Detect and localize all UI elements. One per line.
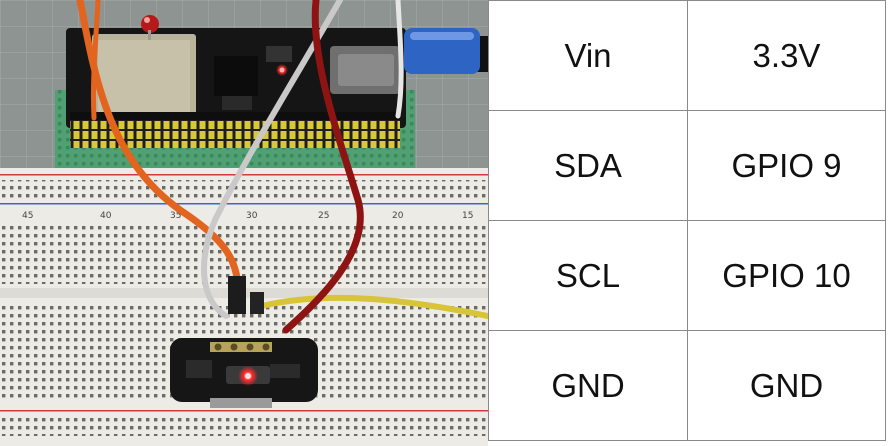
sensor-pin-cell: GND [488,330,688,441]
table-row: SDA GPIO 9 [488,110,886,221]
column-number: 45 [22,211,33,221]
column-number: 40 [100,211,112,221]
wire-orange-board [90,0,101,121]
board-pin-cell: 3.3V [687,0,886,111]
jumper-wires [76,0,488,334]
dupont-connector [228,276,246,314]
usb-cable [404,28,488,74]
wire-white-right [395,0,404,119]
red-led [141,15,159,40]
table-row: SCL GPIO 10 [488,220,886,331]
wire-gray [201,0,343,319]
column-number: 35 [170,211,181,221]
table-row: Vin 3.3V [488,0,886,111]
sensor-module [170,338,318,408]
column-number: 30 [246,211,258,221]
table-row: GND GND [488,330,886,441]
sensor-pin-cell: SCL [488,220,688,331]
pin-mapping-table: Vin 3.3V SDA GPIO 9 SCL GPIO 10 GND GND [488,0,886,441]
column-number: 15 [462,211,473,221]
wire-yellow [259,294,488,319]
sensor-pin-cell: SDA [488,110,688,221]
breadboard-photo: 45 40 35 30 25 20 15 [0,0,488,446]
column-number: 20 [392,211,404,221]
column-number: 25 [318,211,329,221]
dupont-connector [250,292,264,314]
board-pin-cell: GND [687,330,886,441]
board-pin-cell: GPIO 9 [687,110,886,221]
wire-red [282,0,364,334]
sensor-pin-cell: Vin [488,0,688,111]
board-pin-cell: GPIO 10 [687,220,886,331]
